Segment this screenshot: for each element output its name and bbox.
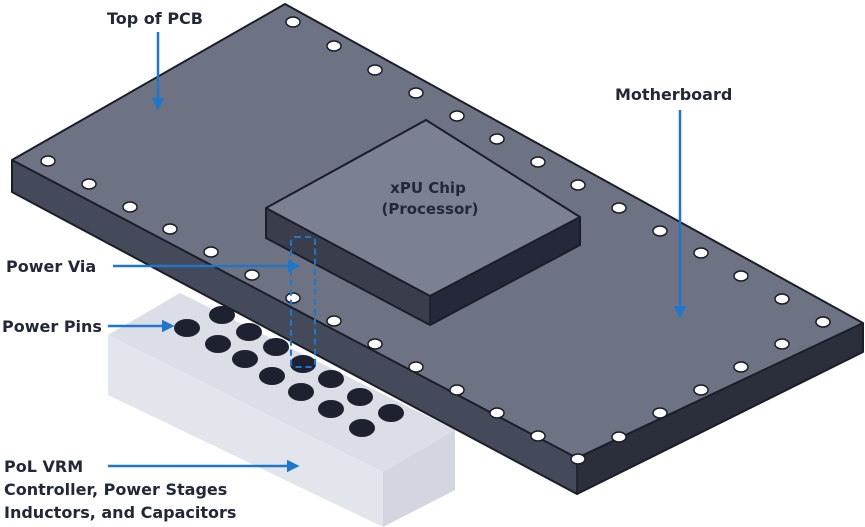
mounting-hole [326,40,342,52]
mounting-hole [408,87,424,99]
pin [209,306,235,324]
mounting-hole [367,64,383,76]
pin [174,319,200,337]
mounting-hole [285,292,301,304]
label-motherboard: Motherboard [615,85,732,104]
mounting-hole [774,338,790,350]
pin [263,338,289,356]
pin [288,383,314,401]
mounting-hole [693,247,709,259]
label-vrm-line2: Controller, Power Stages [4,480,227,499]
power-via [290,236,316,368]
mounting-hole [81,178,97,190]
mounting-hole [530,430,546,442]
mounting-hole [570,179,586,191]
chip-label-line1: xPU Chip [390,179,466,197]
label-power-via: Power Via [6,257,96,276]
mounting-hole [733,270,749,282]
pin [349,419,375,437]
mounting-hole [774,293,790,305]
mounting-hole [285,16,301,28]
mounting-hole [244,269,260,281]
mounting-hole [570,453,586,465]
callout-arrows [108,32,687,473]
pin [205,335,231,353]
mounting-hole [367,338,383,350]
label-power-pins: Power Pins [2,317,102,336]
pin [318,400,344,418]
mounting-hole [611,202,627,214]
mounting-holes [40,16,831,465]
pin [378,404,404,422]
vrm-box-front [108,335,383,527]
mounting-hole [40,155,56,167]
label-vrm-line3: Inductors, and Capacitors [4,503,236,522]
mounting-hole [693,384,709,396]
mounting-hole [326,315,342,327]
vrm-box-side [383,430,455,527]
pin [318,370,344,388]
mounting-hole [489,407,505,419]
power-pins [174,306,404,437]
mounting-hole [530,156,546,168]
mounting-hole [408,361,424,373]
label-top-of-pcb: Top of PCB [107,9,203,28]
mounting-hole [449,384,465,396]
pin [236,323,262,341]
mounting-hole [449,110,465,122]
mounting-hole [122,201,138,213]
labels: Top of PCB Motherboard Power Via Power P… [2,9,732,522]
chip-label-line2: (Processor) [381,200,478,218]
mounting-hole [652,407,668,419]
mounting-hole [652,225,668,237]
mounting-hole [815,316,831,328]
pcb-front-edge [12,160,577,494]
pin [347,388,373,406]
chip-side [430,217,580,325]
label-vrm-line1: PoL VRM [4,457,83,476]
mounting-hole [203,246,219,258]
power-via-outline [290,236,316,368]
mounting-hole [162,223,178,235]
mounting-hole [611,431,627,443]
pin [259,367,285,385]
mounting-hole [489,133,505,145]
pin [232,350,258,368]
pcb-right-edge [577,323,863,494]
pin [290,355,316,373]
mounting-hole [733,361,749,373]
